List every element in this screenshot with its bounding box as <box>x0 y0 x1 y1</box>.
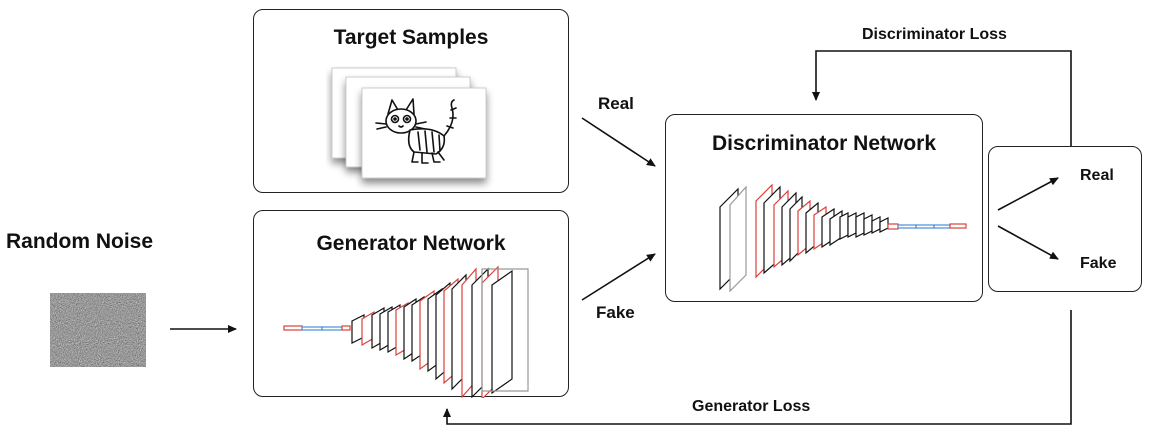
noise-image <box>50 293 146 367</box>
generator-network-title: Generator Network <box>316 232 506 255</box>
real-arrow <box>581 117 656 167</box>
output-real-arrow <box>997 177 1059 211</box>
real-input-label: Real <box>598 94 634 113</box>
discriminator-layer-stack-icon <box>719 183 967 293</box>
generator-layer-stack-icon <box>283 265 529 398</box>
generator-loss-arrow <box>443 310 1072 425</box>
output-fake-arrow <box>997 225 1059 260</box>
sample-image-stack <box>331 67 487 179</box>
random-noise-label: Random Noise <box>6 230 154 253</box>
fake-input-label: Fake <box>596 303 635 322</box>
output-box <box>988 146 1142 292</box>
discriminator-loss-label: Discriminator Loss <box>862 26 1007 43</box>
target-samples-box: Target Samples <box>253 9 569 193</box>
cat-drawing-icon <box>375 98 457 164</box>
discriminator-network-title: Discriminator Network <box>711 132 937 155</box>
discriminator-loss-arrow <box>812 50 1072 146</box>
output-fake-label: Fake <box>1080 255 1117 272</box>
discriminator-network-box: Discriminator Network <box>665 114 983 302</box>
generator-network-box: Generator Network <box>253 210 569 398</box>
fake-arrow <box>581 253 656 301</box>
generator-loss-label: Generator Loss <box>692 398 811 415</box>
output-real-label: Real <box>1080 167 1114 184</box>
target-samples-title: Target Samples <box>333 26 489 49</box>
